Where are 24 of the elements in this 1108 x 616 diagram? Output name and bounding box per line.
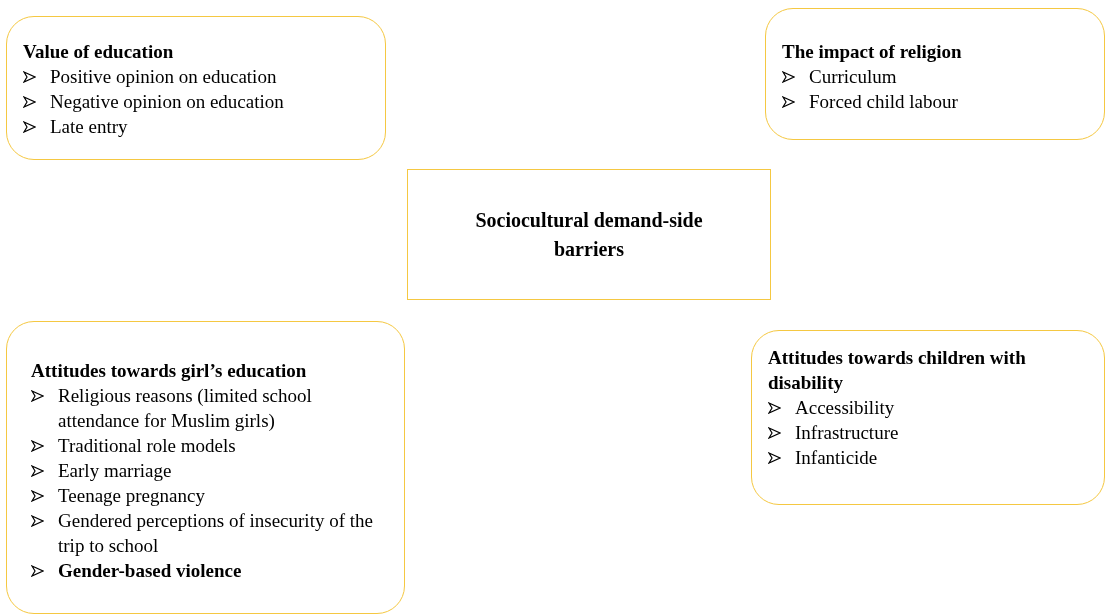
bullet-point: Infrastructure — [795, 421, 899, 445]
category-box — [751, 330, 1105, 505]
bullet-point: Infanticide — [795, 446, 878, 470]
central-title: Sociocultural demand-side barriers — [474, 207, 704, 262]
box-heading: Attitudes towards children with disability — [768, 346, 1027, 395]
bullet-point: Early marriage — [58, 459, 172, 483]
bullet-point: Curriculum — [809, 65, 897, 89]
box-heading: The impact of religion — [782, 40, 963, 64]
bullet-point: Negative opinion on education — [50, 90, 284, 114]
category-box — [765, 8, 1105, 140]
central-box — [407, 169, 771, 300]
box-heading: Attitudes towards girl’s education — [31, 359, 308, 383]
bullet-point: Teenage pregnancy — [58, 484, 205, 508]
bullet-point: Accessibility — [795, 396, 895, 420]
bullet-point: Gender-based violence — [58, 559, 242, 583]
category-box — [6, 16, 386, 160]
bullet-point: Positive opinion on education — [50, 65, 277, 89]
bullet-point: Religious reasons (limited school attendance for Muslim girls) — [58, 384, 313, 433]
bullet-point: Gendered perceptions of insecurity of the trip to school — [58, 509, 374, 558]
bullet-point: Traditional role models — [58, 434, 236, 458]
bullet-point: Forced child labour — [809, 90, 958, 114]
box-heading: Value of education — [23, 40, 175, 64]
category-box — [6, 321, 405, 614]
bullet-point: Late entry — [50, 115, 128, 139]
